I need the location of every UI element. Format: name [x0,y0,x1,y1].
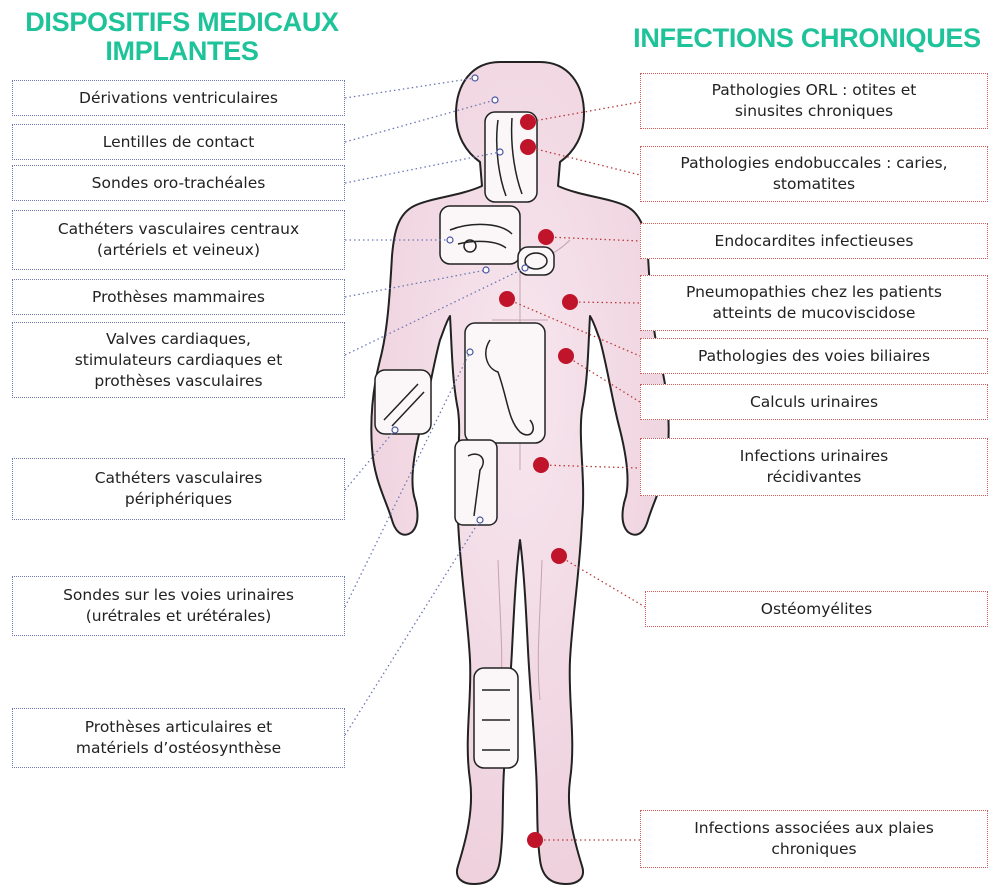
device-label-cardiac-valves: Valves cardiaques, stimulateurs cardiaqu… [12,322,345,398]
device-label-breast-implants: Prothèses mammaires [12,279,345,315]
chest-catheter-inset [440,206,520,264]
infection-label-urinary: Infections urinaires récidivantes [640,438,988,496]
device-label-urinary-catheters: Sondes sur les voies urinaires (urétrale… [12,576,345,636]
device-label-peripheral-catheters: Cathéters vasculaires périphériques [12,458,345,520]
knee-prosthesis-inset [474,668,518,768]
infection-label-ent: Pathologies ORL : otites et sinusites ch… [640,73,988,129]
device-label-ventricular-shunts: Dérivations ventriculaires [12,80,345,116]
infection-label-pneumopathy: Pneumopathies chez les patients atteints… [640,275,988,331]
infection-label-endocarditis: Endocardites infectieuses [640,223,988,259]
peripheral-catheter-inset [375,370,431,434]
infection-label-osteomyelitis: Ostéomyélites [645,591,988,627]
infection-label-oral: Pathologies endobuccales : caries, stoma… [640,146,988,202]
device-label-endotracheal-tubes: Sondes oro-trachéales [12,165,345,201]
infection-label-chronic-wounds: Infections associées aux plaies chroniqu… [640,810,988,868]
infection-label-biliary: Pathologies des voies biliaires [640,338,988,374]
device-label-contact-lenses: Lentilles de contact [12,124,345,160]
infection-label-kidney-stones: Calculs urinaires [640,384,988,420]
hip-prosthesis-inset [455,440,497,525]
device-label-central-catheters: Cathéters vasculaires centraux (artériel… [12,210,345,270]
device-label-joint-prostheses: Prothèses articulaires et matériels d’os… [12,708,345,768]
